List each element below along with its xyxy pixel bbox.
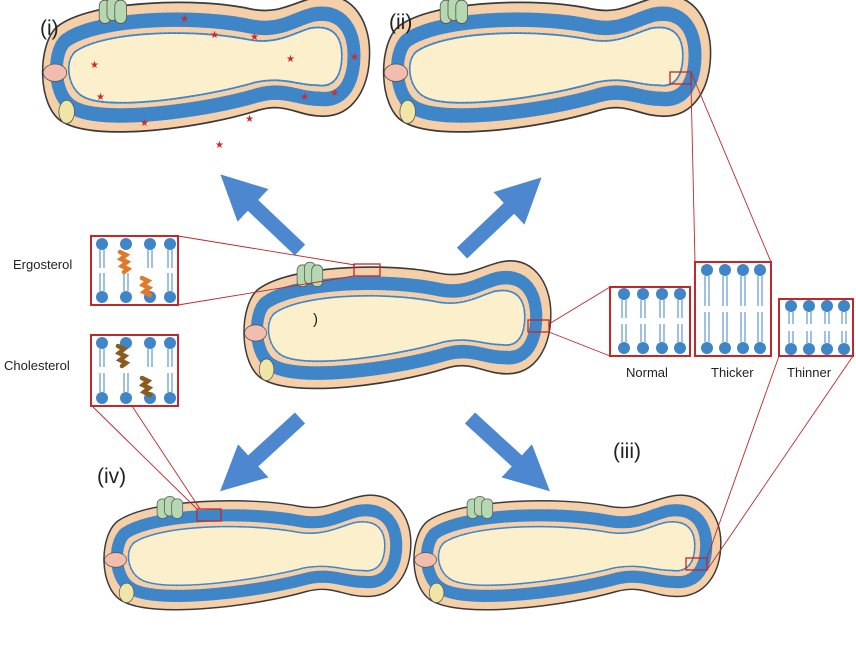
cholesterol-zoom-panel	[90, 334, 179, 407]
svg-text:★: ★	[286, 54, 295, 65]
cell-panel-iv	[104, 495, 411, 610]
svg-text:★: ★	[300, 92, 309, 103]
arrow-to-panel-i	[220, 174, 306, 256]
thicker-label: Thicker	[711, 365, 754, 380]
svg-text:★: ★	[330, 88, 339, 99]
arrow-to-panel-iii	[464, 412, 550, 492]
svg-text:★: ★	[245, 114, 254, 125]
center-mark: )	[313, 311, 318, 328]
cell-panel-iii	[414, 495, 721, 610]
zoom-box-iii	[685, 557, 708, 571]
thinner-membrane-panel	[778, 298, 854, 357]
svg-text:★: ★	[250, 32, 259, 43]
ergosterol-zoom-panel	[90, 235, 179, 306]
cell-center	[244, 261, 551, 389]
svg-text:★: ★	[96, 92, 105, 103]
ergosterol-label: Ergosterol	[13, 257, 73, 272]
zoom-box-iv	[196, 508, 222, 522]
zoom-box-center-top	[353, 263, 381, 277]
thicker-membrane-panel	[694, 261, 772, 357]
cholesterol-label: Cholesterol	[4, 358, 70, 373]
zoom-box-ii	[669, 71, 692, 85]
zoom-box-center-right	[527, 319, 550, 333]
svg-text:★: ★	[215, 140, 224, 151]
panel-label-iv: (iv)	[97, 465, 127, 488]
svg-text:★: ★	[90, 60, 99, 71]
svg-text:★: ★	[140, 118, 149, 129]
arrow-to-panel-iv	[220, 412, 306, 492]
arrow-to-panel-ii	[456, 177, 542, 259]
normal-label: Normal	[626, 365, 668, 380]
panel-label-i: (i)	[40, 17, 59, 40]
panel-label-iii: (iii)	[613, 440, 641, 463]
normal-membrane-panel	[609, 286, 691, 357]
svg-text:★: ★	[180, 14, 189, 25]
svg-text:★: ★	[210, 30, 219, 41]
thinner-label: Thinner	[787, 365, 832, 380]
svg-text:★: ★	[350, 52, 359, 63]
star-markers: ★ ★ ★ ★ ★ ★ ★ ★ ★ ★ ★ ★	[90, 14, 359, 151]
panel-label-ii: (ii)	[389, 11, 413, 34]
cell-panel-ii	[384, 0, 711, 132]
